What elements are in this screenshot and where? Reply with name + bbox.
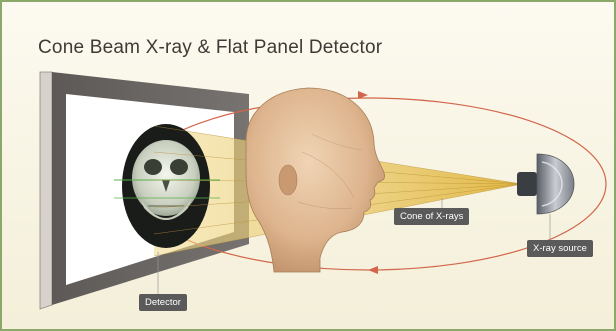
source-label: X-ray source <box>527 240 593 257</box>
head-illustration <box>246 88 385 272</box>
orbit-arrow-icon <box>368 266 378 274</box>
xray-source <box>517 154 574 214</box>
cone-label: Cone of X-rays <box>394 208 469 225</box>
detector-label: Detector <box>139 294 187 311</box>
diagram-title: Cone Beam X-ray & Flat Panel Detector <box>38 37 382 59</box>
